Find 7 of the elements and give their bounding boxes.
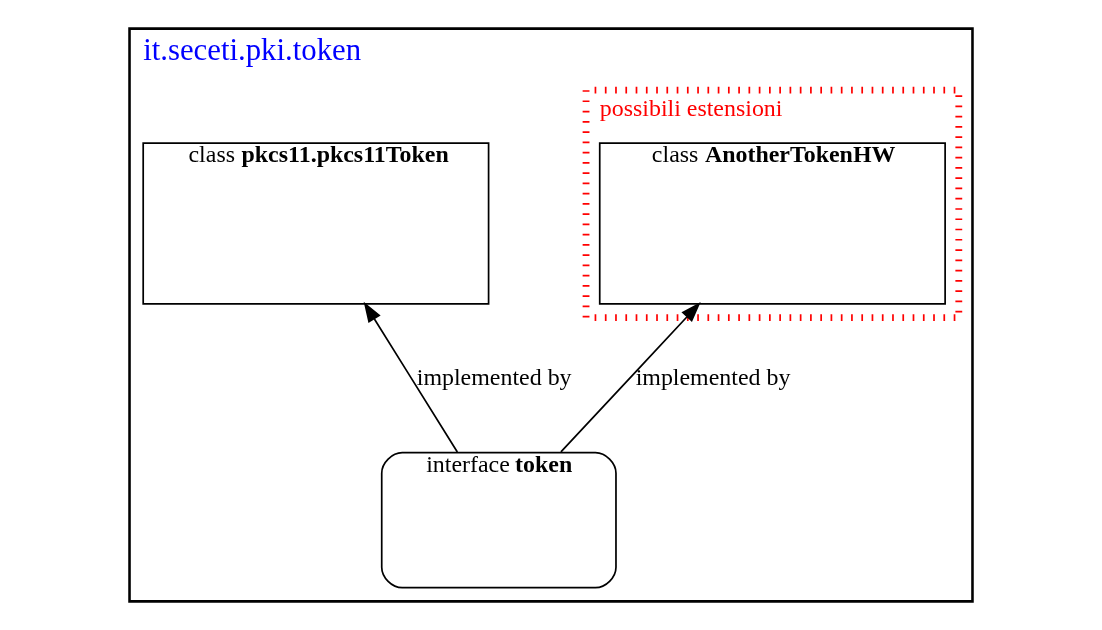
node-box: interface token	[380, 451, 617, 589]
node-box: class pkcs11.pkcs11Token	[142, 142, 490, 305]
edge-label: implemented by	[635, 363, 791, 390]
edge-label: implemented by	[416, 363, 572, 390]
arrow	[363, 301, 459, 453]
node-box: class AnotherTokenHW	[598, 142, 946, 305]
arrow	[560, 302, 701, 453]
